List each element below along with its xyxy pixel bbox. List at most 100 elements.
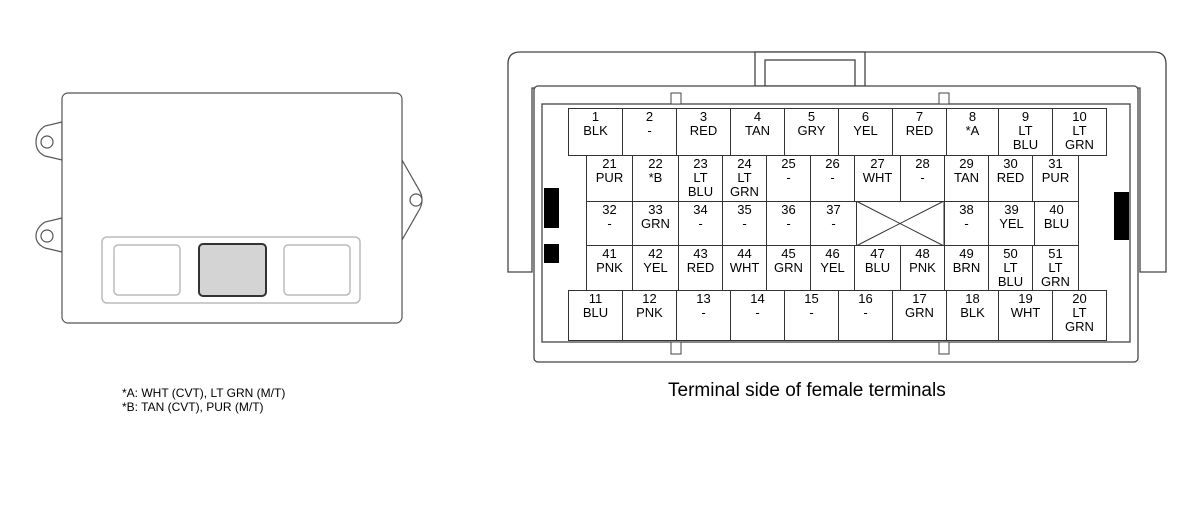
wire-color: - <box>831 216 836 231</box>
wire-color: WHT <box>862 170 893 185</box>
wire-color: GRN <box>774 260 803 275</box>
wire-color: *A <box>965 123 980 138</box>
connector-slot-right <box>283 244 351 296</box>
terminal-number: 14 <box>750 291 765 306</box>
wire-color: LT GRN <box>1065 123 1094 152</box>
wire-color: - <box>647 123 652 138</box>
terminal-number: 19 <box>1018 291 1033 306</box>
connector-slot-left <box>113 244 181 296</box>
terminal-number: 51 <box>1048 246 1063 261</box>
terminal-number: 18 <box>965 291 980 306</box>
terminal-number: 39 <box>1004 202 1019 217</box>
terminal-number: 38 <box>959 202 974 217</box>
terminal-number: 5 <box>807 109 816 124</box>
mount-hole-icon <box>409 193 423 207</box>
wire-color: - <box>755 305 760 320</box>
terminal-36: 36- <box>766 201 811 246</box>
left-key-small <box>544 244 559 263</box>
wire-color: LT BLU <box>1012 123 1039 152</box>
terminal-35: 35- <box>722 201 767 246</box>
wire-color: PNK <box>636 305 663 320</box>
blocked-cavity <box>855 200 945 247</box>
terminal-number: 7 <box>915 109 924 124</box>
wire-color: - <box>698 216 703 231</box>
wire-color: LT BLU <box>687 170 714 199</box>
wire-color: LT BLU <box>997 260 1024 289</box>
terminal-number: 23 <box>693 156 708 171</box>
terminal-15: 15- <box>784 290 839 341</box>
wire-color: PUR <box>1041 170 1070 185</box>
terminal-number: 50 <box>1003 246 1018 261</box>
terminal-number: 20 <box>1072 291 1087 306</box>
wire-color: BLU <box>582 305 609 320</box>
terminal-number: 15 <box>804 291 819 306</box>
wire-color: LT GRN <box>1065 305 1094 334</box>
terminal-number: 8 <box>968 109 977 124</box>
terminal-number: 47 <box>870 246 885 261</box>
wire-color: PNK <box>909 260 936 275</box>
terminal-number: 4 <box>753 109 762 124</box>
terminal-number: 22 <box>648 156 663 171</box>
wire-color: - <box>786 170 791 185</box>
terminal-16: 16- <box>838 290 893 341</box>
terminal-number: 11 <box>588 291 603 306</box>
terminal-number: 6 <box>861 109 870 124</box>
terminal-number: 48 <box>915 246 930 261</box>
wire-color: BLU <box>1043 216 1070 231</box>
wire-color: GRN <box>641 216 670 231</box>
wire-color: RED <box>905 123 934 138</box>
wire-color: PNK <box>596 260 623 275</box>
wire-color: BLK <box>960 305 985 320</box>
terminal-14: 14- <box>730 290 785 341</box>
terminal-number: 25 <box>781 156 796 171</box>
terminal-number: 13 <box>696 291 711 306</box>
terminal-37: 37- <box>810 201 857 246</box>
terminal-2: 2- <box>622 108 677 156</box>
wire-color: YEL <box>820 260 845 275</box>
wire-color: BRN <box>952 260 981 275</box>
wire-color: TAN <box>744 123 771 138</box>
wire-color: - <box>830 170 835 185</box>
terminal-number: 37 <box>826 202 841 217</box>
wire-color: LT GRN <box>1041 260 1070 289</box>
terminal-number: 28 <box>915 156 930 171</box>
wire-color: WHT <box>729 260 760 275</box>
terminal-8: 8*A <box>946 108 999 156</box>
mount-hole-icon <box>40 135 54 149</box>
terminal-number: 21 <box>602 156 617 171</box>
terminal-22: 22*B <box>632 155 679 202</box>
terminal-number: 33 <box>648 202 663 217</box>
terminal-number: 17 <box>912 291 927 306</box>
terminal-number: 41 <box>602 246 617 261</box>
terminal-13: 13- <box>676 290 731 341</box>
wire-color: TAN <box>953 170 980 185</box>
terminal-number: 35 <box>737 202 752 217</box>
terminal-number: 12 <box>642 291 657 306</box>
wire-color: - <box>701 305 706 320</box>
wire-color: - <box>809 305 814 320</box>
terminal-number: 1 <box>591 109 600 124</box>
wire-color: - <box>863 305 868 320</box>
